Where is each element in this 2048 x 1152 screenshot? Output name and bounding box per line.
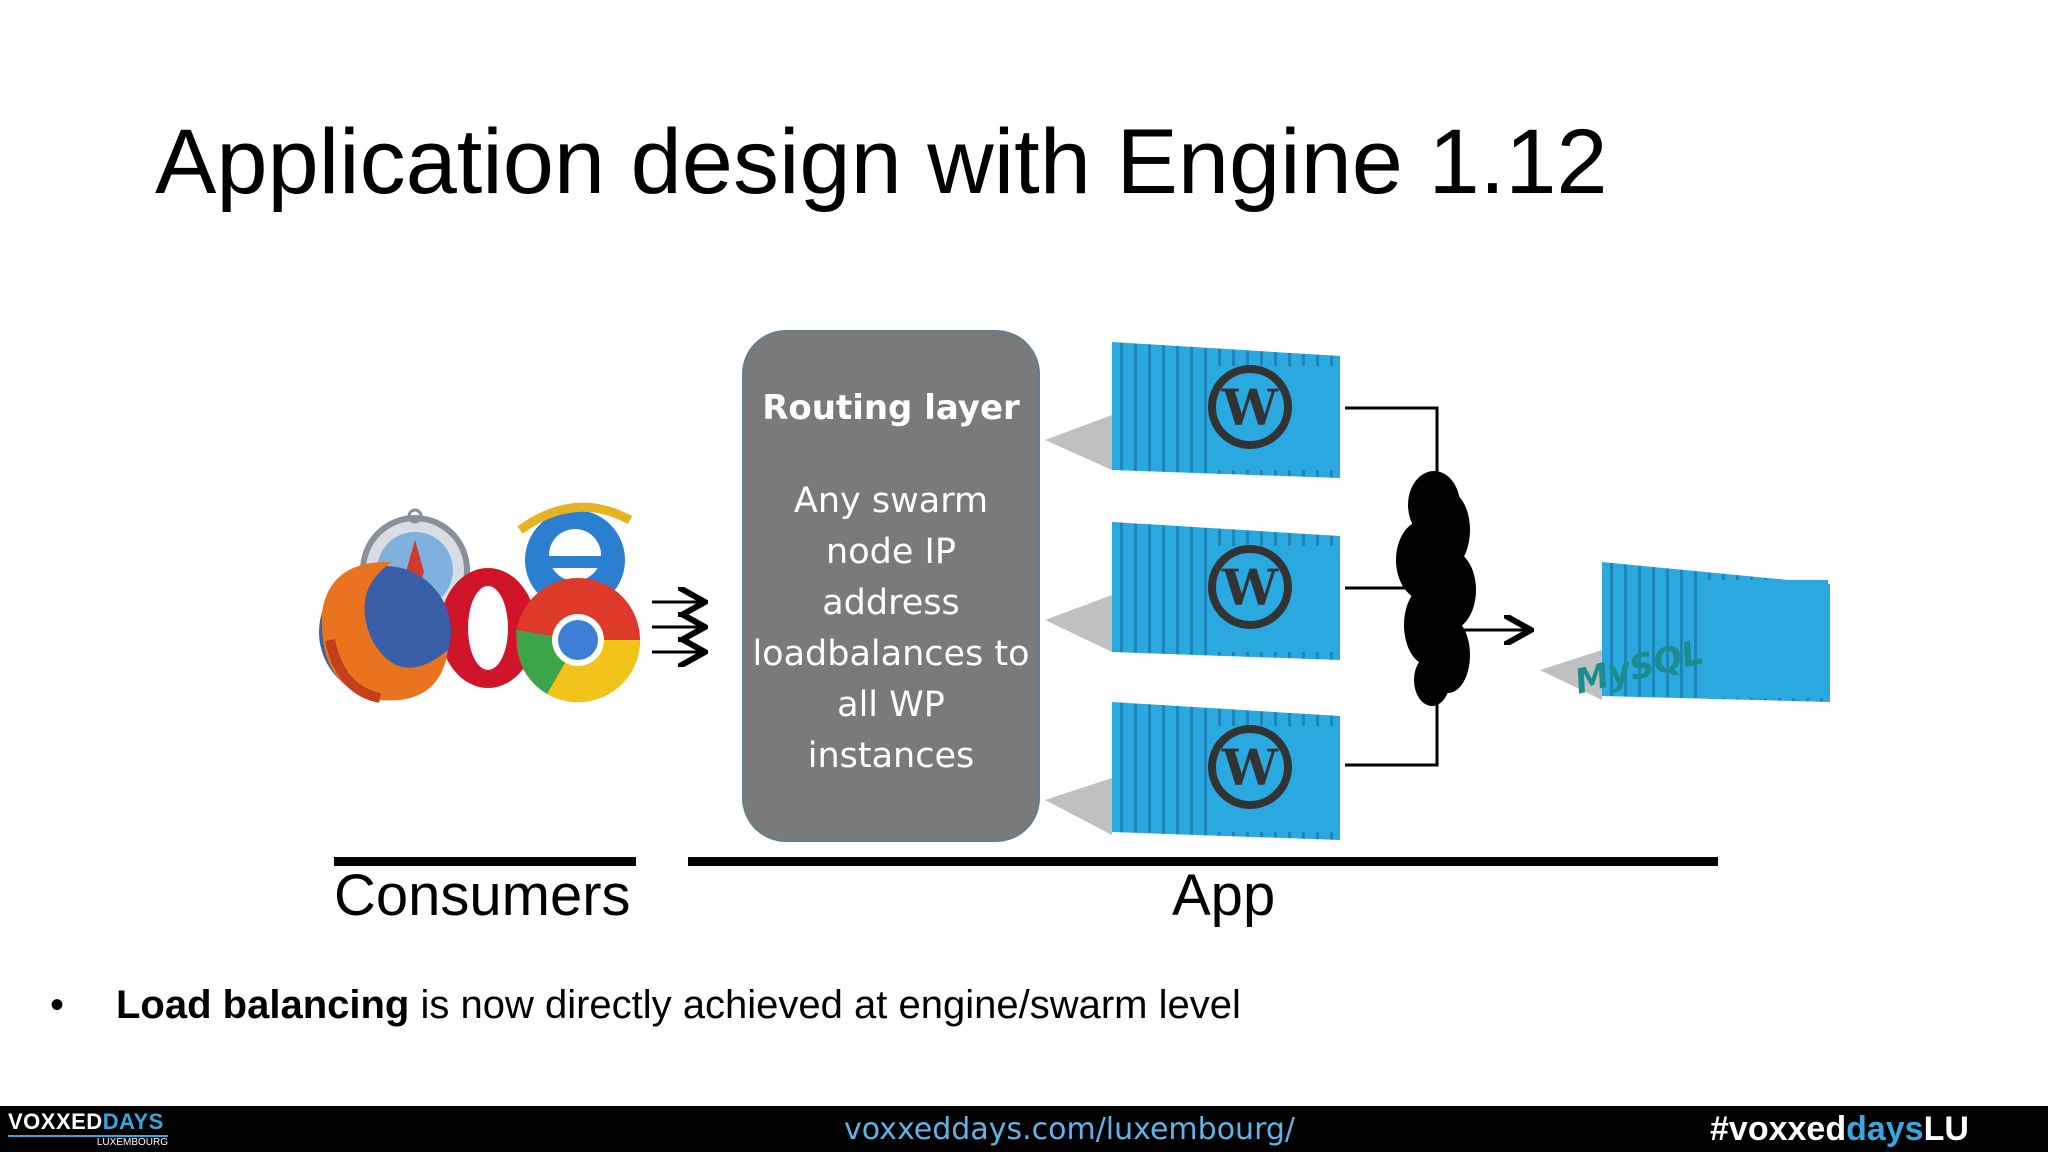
- bullet-marker: •: [50, 983, 65, 1027]
- wordpress-icon: W: [1208, 545, 1292, 629]
- app-underline: [688, 857, 1718, 866]
- wordpress-container-3: W: [1045, 702, 1340, 840]
- app-label: App: [1172, 863, 1276, 928]
- bullet-text: is now directly achieved at engine/swarm…: [409, 983, 1241, 1027]
- wordpress-icon: W: [1208, 725, 1292, 809]
- footer-url-link[interactable]: voxxeddays.com/luxembourg/: [844, 1112, 1296, 1147]
- chrome-icon: [516, 578, 641, 703]
- bullet-point: • Load balancing is now directly achieved…: [50, 983, 1241, 1028]
- wordpress-icon: W: [1208, 365, 1292, 449]
- request-arrows: [652, 602, 702, 652]
- svg-text:W: W: [1221, 378, 1279, 437]
- footer-hashtag: #voxxeddaysLU: [1710, 1110, 1969, 1149]
- footer-bar: VOXXEDDAYS LUXEMBOURG voxxeddays.com/lux…: [0, 1106, 2048, 1152]
- logo-days: DAYS: [102, 1109, 164, 1134]
- logo-wordmark: VOXXEDDAYS: [8, 1110, 168, 1134]
- opera-icon: [440, 568, 536, 688]
- consumers-label: Consumers: [334, 863, 631, 928]
- routing-layer-box: Routing layer Any swarm node IP address …: [742, 330, 1040, 842]
- browser-logos: [319, 502, 641, 703]
- svg-text:W: W: [1221, 558, 1279, 617]
- wordpress-container-2: W: [1045, 522, 1340, 660]
- routing-layer-title: Routing layer: [762, 388, 1020, 428]
- wordpress-container-1: W: [1045, 342, 1340, 478]
- cloud-icon: [1396, 471, 1476, 706]
- hashtag-post: LU: [1923, 1110, 1969, 1148]
- routing-layer-description: Any swarm node IP address loadbalances t…: [752, 481, 1030, 776]
- mysql-container: MySQL: [1540, 562, 1830, 703]
- svg-text:W: W: [1221, 738, 1279, 797]
- logo-subtitle: LUXEMBOURG: [8, 1135, 168, 1149]
- bullet-bold-text: Load balancing: [116, 983, 410, 1027]
- slide-title: Application design with Engine 1.12: [155, 111, 1608, 213]
- voxxeddays-logo: VOXXEDDAYS LUXEMBOURG: [8, 1110, 168, 1149]
- firefox-icon: [319, 561, 451, 703]
- consumers-underline: [334, 857, 636, 866]
- hashtag-accent: days: [1846, 1110, 1924, 1148]
- logo-vox: VOXXED: [8, 1109, 103, 1134]
- hashtag-pre: #voxxed: [1710, 1110, 1847, 1148]
